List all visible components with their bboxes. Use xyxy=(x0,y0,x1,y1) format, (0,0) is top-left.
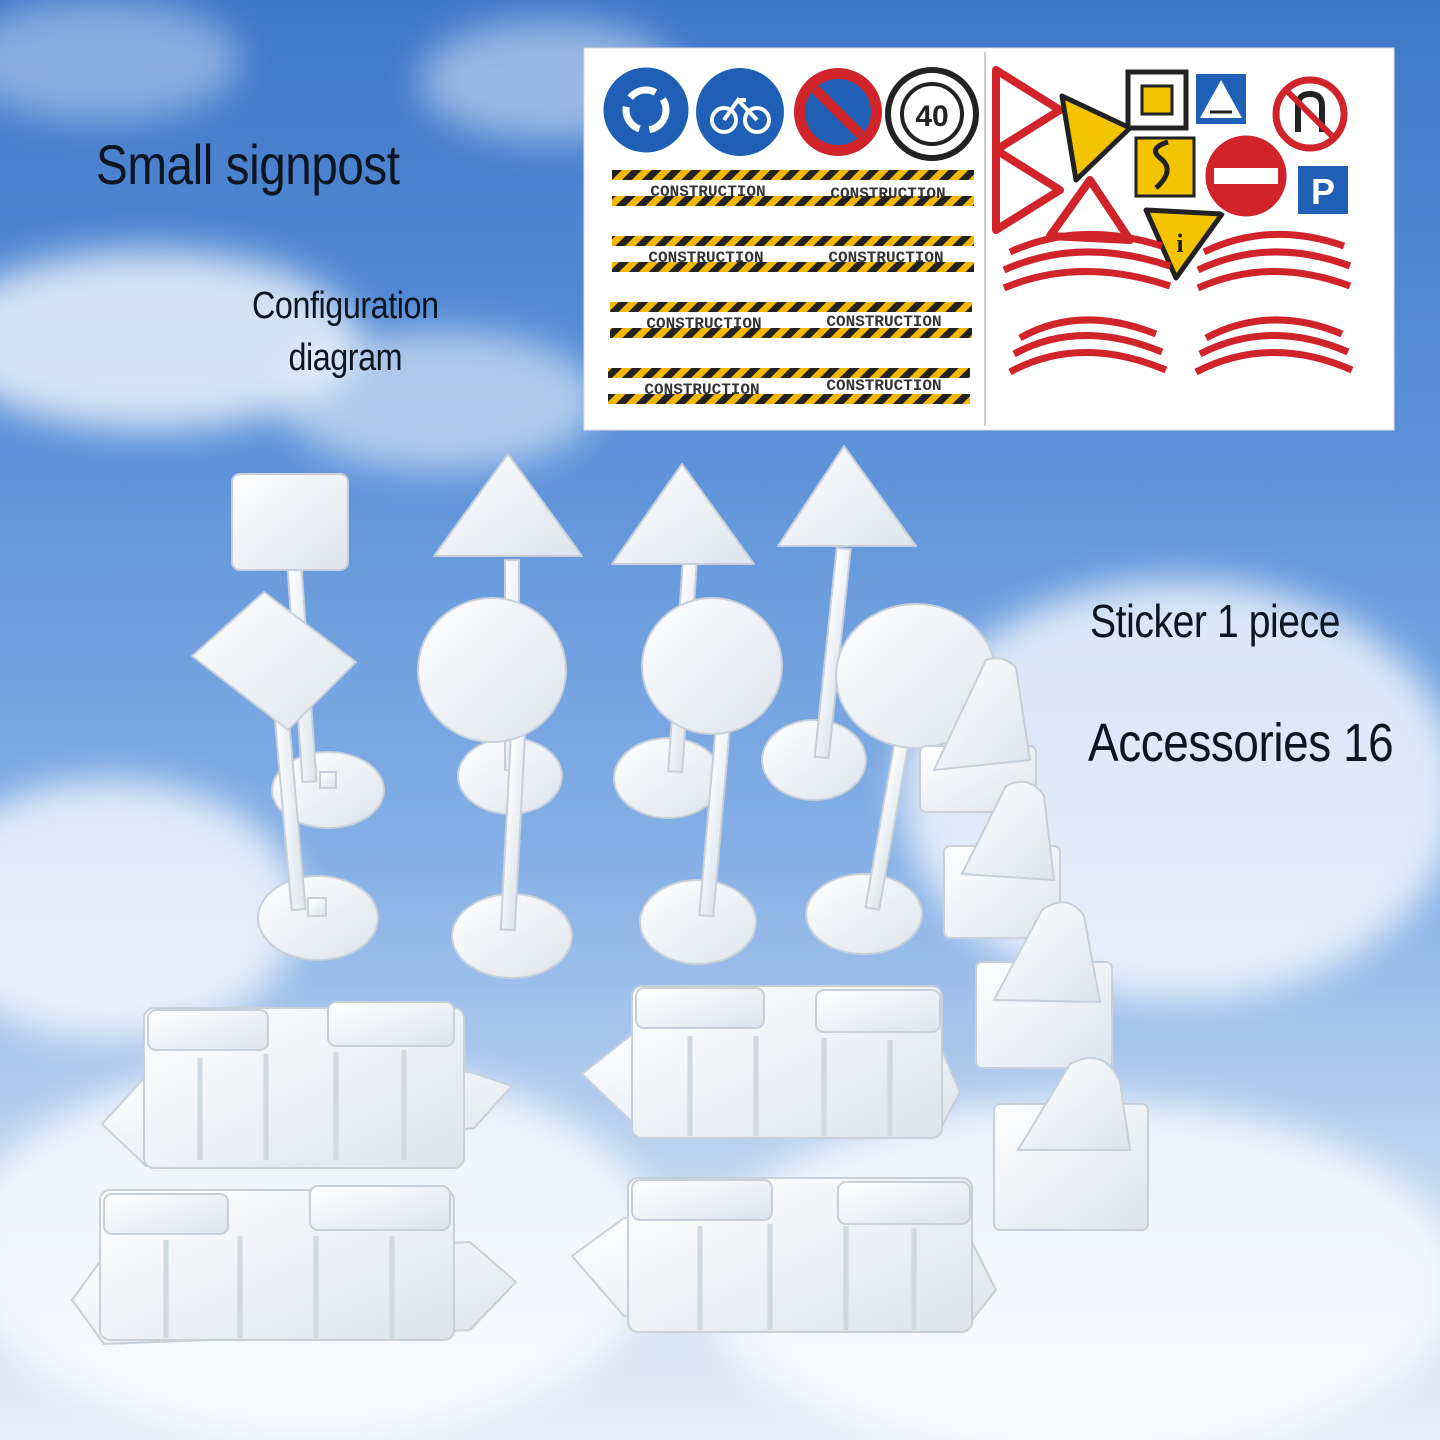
roundabout-sign-icon xyxy=(600,64,692,156)
configuration-diagram-caption: Configuration diagram xyxy=(252,280,439,384)
signpost-set xyxy=(191,445,997,979)
construction-tape-row-4: CONSTRUCTION CONSTRUCTION xyxy=(608,368,970,404)
construction-label: CONSTRUCTION xyxy=(648,249,763,267)
traffic-cone xyxy=(919,657,1037,813)
parking-sign-icon: P xyxy=(1298,166,1348,214)
signpost-square xyxy=(231,473,385,829)
traffic-cone-set xyxy=(919,657,1149,1231)
signpost-round xyxy=(639,597,783,965)
construction-tape-rows: CONSTRUCTION CONSTRUCTION CONSTRUCTION C… xyxy=(608,170,974,404)
road-barrier xyxy=(70,1185,518,1346)
road-barrier xyxy=(580,985,962,1139)
accessories-count-text: Accessories 16 xyxy=(1088,713,1394,773)
information-sign-icon: i xyxy=(1176,229,1183,258)
traffic-cone xyxy=(943,780,1061,939)
construction-label: CONSTRUCTION xyxy=(644,381,759,399)
signpost-round xyxy=(805,603,997,955)
pedestrian-crossing-sign-icon xyxy=(1196,74,1246,124)
configuration-caption-line-2: diagram xyxy=(288,337,403,379)
priority-road-sign-icon xyxy=(1125,69,1189,131)
construction-tape-row-1: CONSTRUCTION CONSTRUCTION xyxy=(612,170,974,206)
sticker-sheet: 40 CONSTRUCTION CONSTRUCTION CONSTRUCTIO… xyxy=(583,47,1395,431)
no-entry-sign-icon xyxy=(1202,132,1290,220)
construction-label: CONSTRUCTION xyxy=(650,183,765,201)
parking-letter: P xyxy=(1311,171,1335,212)
construction-label: CONSTRUCTION xyxy=(830,185,945,203)
no-parking-sign-icon xyxy=(794,68,882,156)
bicycle-sign-icon xyxy=(696,68,784,156)
speed-limit-value: 40 xyxy=(915,100,948,133)
product-title: Small signpost xyxy=(96,133,400,196)
signpost-triangle xyxy=(761,445,917,801)
warning-triangle-icon: i xyxy=(992,66,1225,281)
signpost-diamond xyxy=(191,591,379,961)
road-barrier xyxy=(570,1177,998,1333)
configuration-caption-line-1: Configuration xyxy=(252,285,439,327)
construction-tape-row-2: CONSTRUCTION CONSTRUCTION xyxy=(612,236,974,272)
construction-label: CONSTRUCTION xyxy=(646,315,761,333)
sticker-count-text: Sticker 1 piece xyxy=(1090,595,1341,647)
winding-road-sign-icon xyxy=(1134,136,1196,198)
curve-marking-icon xyxy=(1002,230,1354,376)
construction-label: CONSTRUCTION xyxy=(826,377,941,395)
traffic-cone xyxy=(975,901,1113,1069)
road-barrier xyxy=(100,1001,514,1169)
construction-tape-row-3: CONSTRUCTION CONSTRUCTION xyxy=(610,302,972,338)
construction-label: CONSTRUCTION xyxy=(826,313,941,331)
road-barrier-set xyxy=(70,985,998,1346)
construction-label: CONSTRUCTION xyxy=(828,249,943,267)
no-u-turn-sign-icon xyxy=(1272,76,1348,152)
speed-limit-sign-icon: 40 xyxy=(885,67,979,161)
traffic-cone xyxy=(993,1057,1149,1231)
signpost-round xyxy=(417,597,573,979)
